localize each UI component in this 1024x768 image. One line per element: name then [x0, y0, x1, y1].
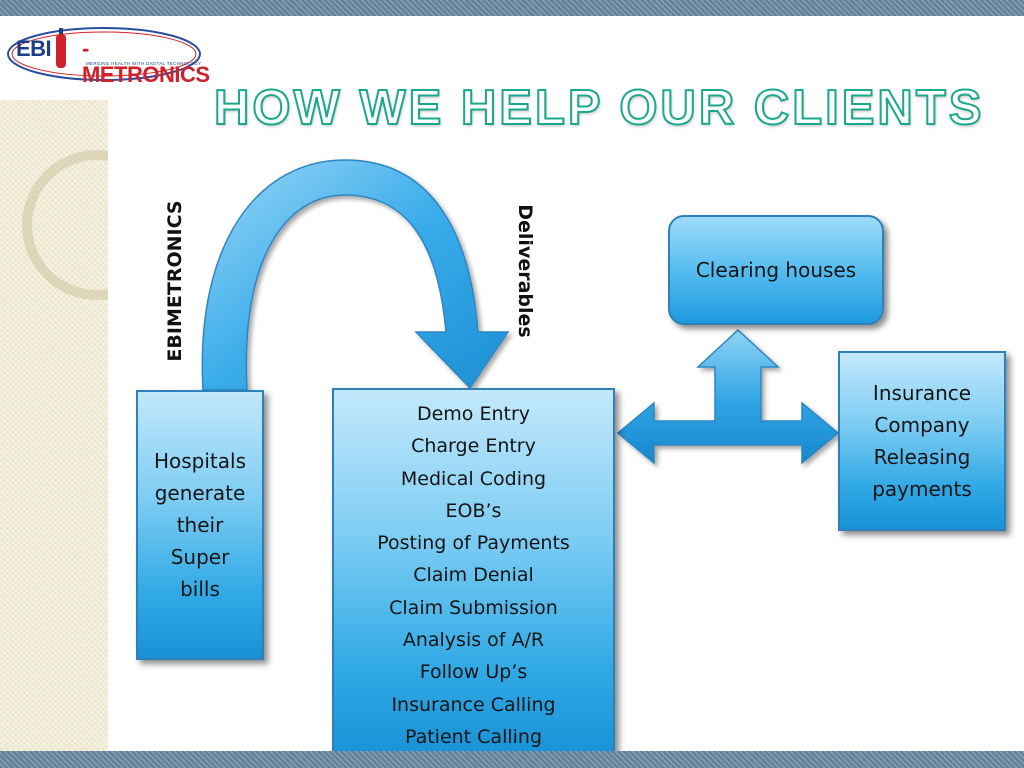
service-item: Demo Entry	[416, 403, 531, 425]
page-title: HOW WE HELP OUR CLIENTS	[213, 80, 985, 136]
services-box: Demo Entry Charge Entry Medical Coding E…	[332, 388, 615, 758]
service-item: Analysis of A/R	[402, 629, 545, 652]
service-item: Charge Entry	[411, 435, 536, 458]
service-item: Posting of Payments	[377, 532, 570, 555]
service-item: Follow Up’s	[419, 661, 528, 684]
left-decorative-panel	[0, 100, 108, 751]
curved-arrow-icon	[201, 159, 510, 391]
service-item: Patient Calling	[404, 725, 543, 748]
label-deliverables: Deliverables	[514, 204, 536, 338]
service-item: EOB’s	[445, 499, 502, 522]
service-item: Claim Denial	[413, 564, 534, 587]
top-band	[0, 0, 1024, 16]
double-arrow-icon	[616, 328, 840, 465]
hospitals-text: Hospitals generate their Super bills	[153, 449, 247, 601]
clearing-houses-text: Clearing houses	[695, 258, 857, 282]
label-ebimetronics: EBIMETRONICS	[164, 200, 186, 362]
bottom-band	[0, 751, 1024, 768]
clearing-houses-box: Clearing houses	[668, 215, 884, 325]
service-item: Insurance Calling	[391, 693, 556, 716]
company-logo: EBI -METRONICS MERGING HEALTH WITH DIGIT…	[4, 20, 216, 87]
service-item: Medical Coding	[400, 467, 547, 490]
logo-swoosh-icon	[7, 27, 201, 81]
insurance-box: Insurance Company Releasing payments	[838, 351, 1006, 531]
insurance-text: Insurance Company Releasing payments	[872, 381, 972, 501]
service-item: Claim Submission	[389, 596, 558, 619]
logo-tagline: MERGING HEALTH WITH DIGITAL TECHNOLOGY	[86, 61, 202, 66]
logo-text-metronics: -METRONICS	[82, 36, 210, 87]
services-list: Demo Entry Charge Entry Medical Coding E…	[377, 398, 570, 753]
hospitals-box: Hospitals generate their Super bills	[136, 390, 264, 660]
logo-text-ebi: EBI	[16, 36, 52, 61]
